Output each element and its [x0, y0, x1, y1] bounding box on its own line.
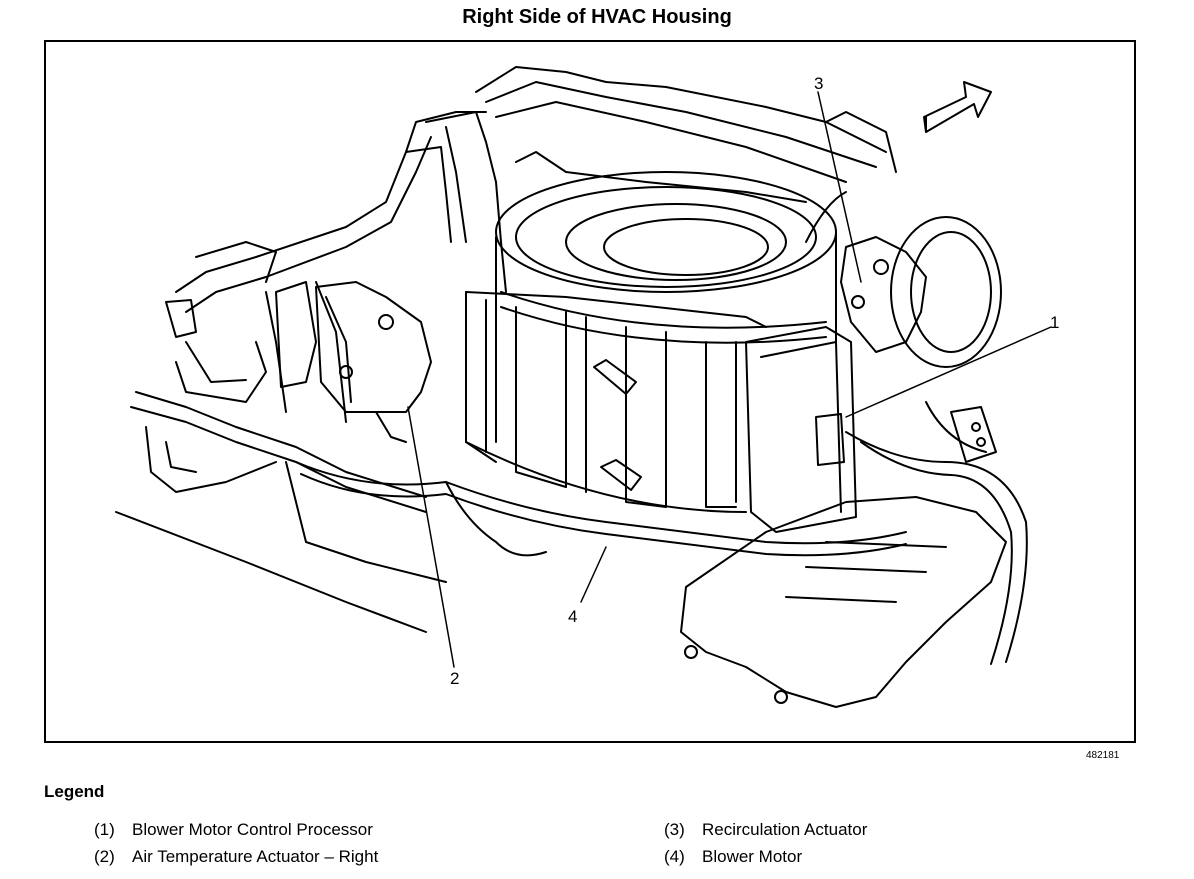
housing-top-duct — [405, 66, 897, 293]
legend-item-label: Air Temperature Actuator – Right — [132, 847, 379, 866]
legend-title: Legend — [44, 782, 105, 801]
leader-line-3 — [817, 91, 862, 283]
callout-number-2: 2 — [450, 669, 459, 688]
legend-item-label: Blower Motor Control Processor — [132, 820, 373, 839]
callout-number-1: 1 — [1050, 313, 1059, 332]
blower-fin-block — [465, 291, 767, 513]
callout-number-3: 3 — [814, 74, 823, 93]
legend-item-4: (4) Blower Motor — [664, 847, 802, 867]
diagram-frame: 1 2 3 4 — [44, 40, 1136, 743]
leader-line-1 — [845, 326, 1052, 418]
legend-item-label: Blower Motor — [702, 847, 803, 866]
legend-item-2: (2) Air Temperature Actuator – Right — [94, 847, 378, 867]
hvac-illustration: 1 2 3 4 — [115, 66, 1059, 708]
recirculation-actuator — [805, 191, 1002, 368]
air-temperature-actuator — [275, 281, 432, 443]
direction-arrow-icon — [923, 81, 992, 133]
legend-item-number: (3) — [664, 820, 685, 839]
blower-housing — [495, 171, 837, 443]
legend-item-number: (1) — [94, 820, 115, 839]
leader-line-2 — [407, 406, 455, 668]
wiring-harness — [295, 401, 1028, 665]
legend-item-number: (4) — [664, 847, 685, 866]
legend-item-label: Recirculation Actuator — [702, 820, 868, 839]
legend-item-1: (1) Blower Motor Control Processor — [94, 820, 373, 840]
housing-left-frame — [115, 111, 487, 633]
legend-item-number: (2) — [94, 847, 115, 866]
figure-id: 482181 — [1086, 750, 1120, 761]
leader-line-4 — [580, 546, 607, 603]
diagram-title: Right Side of HVAC Housing — [462, 6, 732, 28]
callout-number-4: 4 — [568, 607, 577, 626]
heat-shield-plate — [680, 496, 1007, 708]
callout-leaders — [407, 91, 1052, 668]
legend-item-3: (3) Recirculation Actuator — [664, 820, 867, 840]
blower-motor-control-processor — [745, 326, 997, 533]
